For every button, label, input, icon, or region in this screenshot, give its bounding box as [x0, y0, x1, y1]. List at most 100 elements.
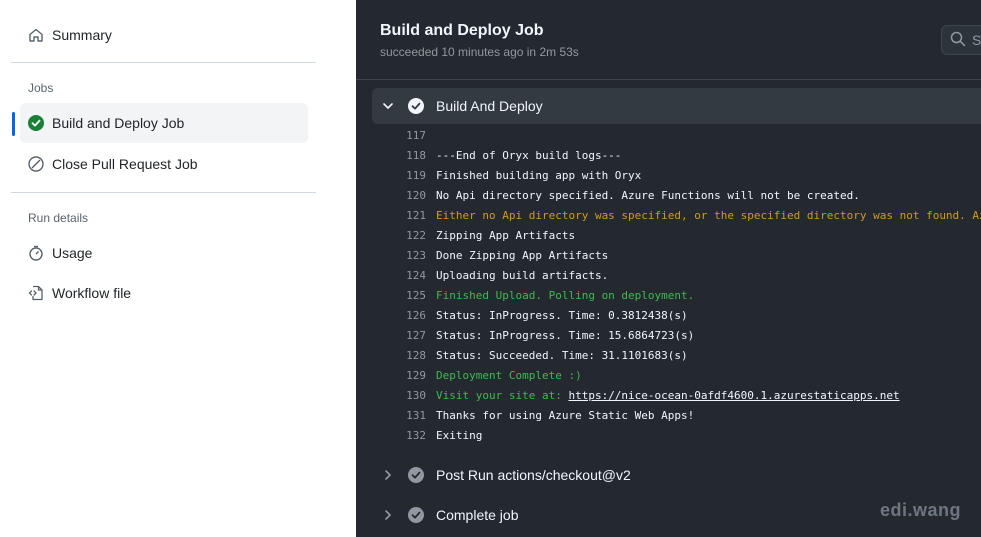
- log-line: 131 Thanks for using Azure Static Web App…: [392, 405, 981, 425]
- jobs-section-title: Jobs: [28, 81, 54, 95]
- home-icon: [28, 27, 44, 43]
- log-line-text: Status: InProgress. Time: 0.3812438(s): [436, 309, 688, 322]
- sidebar-item-usage[interactable]: Usage: [20, 233, 308, 273]
- check-circle-icon: [408, 98, 424, 114]
- log-text: Exiting: [436, 428, 483, 442]
- log-text: Visit your site at:: [436, 388, 569, 402]
- search-logs-input[interactable]: S: [941, 25, 981, 55]
- step-label: Complete job: [436, 507, 519, 523]
- log-line-number[interactable]: 119: [406, 168, 426, 182]
- check-circle-icon: [408, 467, 424, 483]
- log-line: 119 Finished building app with Oryx: [392, 165, 981, 185]
- log-line: 130 Visit your site at: https://nice-ocea…: [392, 385, 981, 405]
- stopwatch-icon: [28, 245, 44, 261]
- log-line-number[interactable]: 124: [406, 268, 426, 282]
- log-line: 132 Exiting: [392, 425, 981, 445]
- site-url-link[interactable]: https://nice-ocean-0afdf4600.1.azurestat…: [568, 388, 900, 402]
- log-line-text: Deployment Complete :): [436, 369, 582, 382]
- file-code-icon: [28, 285, 44, 301]
- watermark: edi.wang: [880, 500, 962, 520]
- log-line-text: ---End of Oryx build logs---: [436, 149, 621, 162]
- log-text: Either no Api directory was specified, o…: [436, 208, 981, 222]
- log-line-number[interactable]: 128: [406, 348, 426, 362]
- log-text: Done Zipping App Artifacts: [436, 248, 609, 262]
- step-complete-job[interactable]: Complete job: [372, 497, 981, 533]
- log-line: 122 Zipping App Artifacts: [392, 225, 981, 245]
- log-line-text: Finished Upload. Polling on deployment.: [436, 289, 694, 302]
- log-text: ---End of Oryx build logs---: [436, 148, 622, 162]
- divider: [11, 192, 316, 193]
- chevron-down-icon: [380, 98, 396, 114]
- check-circle-icon: [28, 115, 44, 131]
- chevron-right-icon: [380, 467, 396, 483]
- log-line-text: No Api directory specified. Azure Functi…: [436, 189, 860, 202]
- job-header: Build and Deploy Job succeeded 10 minute…: [356, 0, 981, 80]
- log-line: 129 Deployment Complete :): [392, 365, 981, 385]
- sidebar-item-workflow-file[interactable]: Workflow file: [20, 273, 308, 313]
- sidebar-item-label: Workflow file: [52, 285, 132, 301]
- sidebar-item-label: Build and Deploy Job: [52, 115, 185, 131]
- log-text: Uploading build artifacts.: [436, 268, 609, 282]
- log-line: 128 Status: Succeeded. Time: 31.1101683(s…: [392, 345, 981, 365]
- log-line-number[interactable]: 121: [406, 208, 426, 222]
- sidebar: Summary Jobs Build and Deploy Job Close …: [0, 0, 356, 537]
- skipped-icon: [28, 156, 44, 172]
- log-line-text: Visit your site at: https://nice-ocean-0…: [436, 389, 900, 402]
- log-text: Status: InProgress. Time: 0.3812438(s): [436, 308, 688, 322]
- check-circle-icon: [408, 507, 424, 523]
- log-text: Finished Upload. Polling on deployment.: [436, 288, 695, 302]
- log-line-text: Uploading build artifacts.: [436, 269, 608, 282]
- log-line: 124 Uploading build artifacts.: [392, 265, 981, 285]
- log-line: 118 ---End of Oryx build logs---: [392, 145, 981, 165]
- log-text: Status: InProgress. Time: 15.6864723(s): [436, 328, 695, 342]
- sidebar-item-label: Close Pull Request Job: [52, 156, 198, 172]
- log-line-number[interactable]: 129: [406, 368, 426, 382]
- log-line-number[interactable]: 132: [406, 428, 426, 442]
- log-line-number[interactable]: 126: [406, 308, 426, 322]
- log-text: Zipping App Artifacts: [436, 228, 576, 242]
- log-line: 126 Status: InProgress. Time: 0.3812438(s…: [392, 305, 981, 325]
- divider: [11, 62, 316, 63]
- log-line-text: Status: InProgress. Time: 15.6864723(s): [436, 329, 694, 342]
- log-text: Status: Succeeded. Time: 31.1101683(s): [436, 348, 688, 362]
- job-log-panel: Build and Deploy Job succeeded 10 minute…: [356, 0, 981, 537]
- active-indicator: [12, 112, 15, 136]
- sidebar-item-build-deploy-job[interactable]: Build and Deploy Job: [20, 103, 308, 143]
- log-text: Deployment Complete :): [436, 368, 582, 382]
- log-line-text: Done Zipping App Artifacts: [436, 249, 608, 262]
- log-line-text: Either no Api directory was specified, o…: [436, 209, 981, 222]
- log-line: 127 Status: InProgress. Time: 15.6864723(…: [392, 325, 981, 345]
- log-text: Finished building app with Oryx: [436, 168, 642, 182]
- chevron-right-icon: [380, 507, 396, 523]
- log-line-number[interactable]: 130: [406, 388, 426, 402]
- job-status-subtitle: succeeded 10 minutes ago in 2m 53s: [380, 45, 579, 59]
- sidebar-item-label: Summary: [52, 27, 112, 43]
- log-line-text: Thanks for using Azure Static Web Apps!: [436, 409, 694, 422]
- log-line: 117: [392, 125, 981, 145]
- log-text: No Api directory specified. Azure Functi…: [436, 188, 860, 202]
- log-line-number[interactable]: 125: [406, 288, 426, 302]
- step-build-and-deploy[interactable]: Build And Deploy: [372, 88, 981, 124]
- log-line-text: Finished building app with Oryx: [436, 169, 641, 182]
- log-line: 120 No Api directory specified. Azure Fun…: [392, 185, 981, 205]
- log-line: 121 Either no Api directory was specified…: [392, 205, 981, 225]
- log-line-number[interactable]: 127: [406, 328, 426, 342]
- step-label: Build And Deploy: [436, 98, 543, 114]
- log-line-text: Zipping App Artifacts: [436, 229, 575, 242]
- log-line: 123 Done Zipping App Artifacts: [392, 245, 981, 265]
- log-line-number[interactable]: 117: [406, 128, 426, 142]
- log-line-number[interactable]: 122: [406, 228, 426, 242]
- run-details-section-title: Run details: [28, 211, 89, 225]
- log-line-number[interactable]: 118: [406, 148, 426, 162]
- sidebar-item-label: Usage: [52, 245, 93, 261]
- log-line-text: Status: Succeeded. Time: 31.1101683(s): [436, 349, 688, 362]
- log-line-text: Exiting: [436, 429, 482, 442]
- search-icon: [950, 31, 966, 50]
- log-line-number[interactable]: 123: [406, 248, 426, 262]
- sidebar-item-close-pr-job[interactable]: Close Pull Request Job: [20, 144, 308, 184]
- sidebar-item-summary[interactable]: Summary: [20, 15, 308, 55]
- search-placeholder: S: [972, 32, 981, 48]
- log-line-number[interactable]: 131: [406, 408, 426, 422]
- log-line-number[interactable]: 120: [406, 188, 426, 202]
- step-post-run-checkout[interactable]: Post Run actions/checkout@v2: [372, 457, 981, 493]
